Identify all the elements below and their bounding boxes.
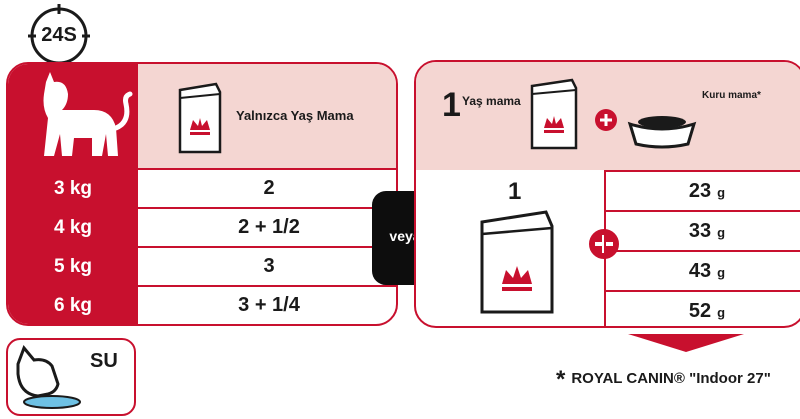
pouch-count: 1 [508,178,522,205]
wet-food-label: Yaş mama [462,94,521,108]
down-arrow-icon [628,334,744,352]
badge-label: 24S [41,24,77,46]
cat-weight: 3 kg [8,170,138,207]
column-divider [604,170,606,326]
wet-only-label: Yalnızca Yaş Mama [236,108,354,123]
footnote-star: * [556,366,566,393]
footnote-text: ROYAL CANIN® "Indoor 27" [571,370,771,387]
cat-weight: 4 kg [8,209,138,246]
header-number: 1 [442,86,461,124]
pouch-amount: 3 + 1/4 [238,294,300,316]
cat-weight: 5 kg [8,248,138,285]
dry-food-bowl-icon [627,116,697,149]
wet-food-pouch-icon [480,210,554,314]
water-box: SU [6,338,136,416]
footnote: * ROYAL CANIN® "Indoor 27" [556,362,771,393]
cat-drinking-icon [16,345,81,409]
wet-only-table: Yalnızca Yaş Mama 3 kg 2 4 kg 2 + 1/2 5 … [6,62,398,326]
pouch-amount: 2 + 1/2 [238,216,300,238]
wet-only-header: Yalnızca Yaş Mama [138,64,396,168]
feeding-period-badge: 24S [18,2,100,66]
table-row: 3 kg 2 [8,168,396,207]
plus-icon [595,109,617,131]
mixed-feeding-header: 1 Yaş mama Kuru mama* [416,62,800,170]
pouch-amount: 3 [263,255,275,277]
cat-weight: 6 kg [8,287,138,324]
cat-icon [43,72,133,156]
table-row: 4 kg 2 + 1/2 [8,207,396,246]
cat-header-cell [8,64,138,168]
wet-food-pouch-icon [178,82,222,154]
dry-food-label: Kuru mama* [702,90,761,101]
wet-food-pouch-icon [530,78,578,150]
table-row: 5 kg 3 [8,246,396,285]
pouch-amount: 2 [263,177,275,199]
table-row: 6 kg 3 + 1/4 [8,285,396,324]
water-label: SU [90,350,118,372]
